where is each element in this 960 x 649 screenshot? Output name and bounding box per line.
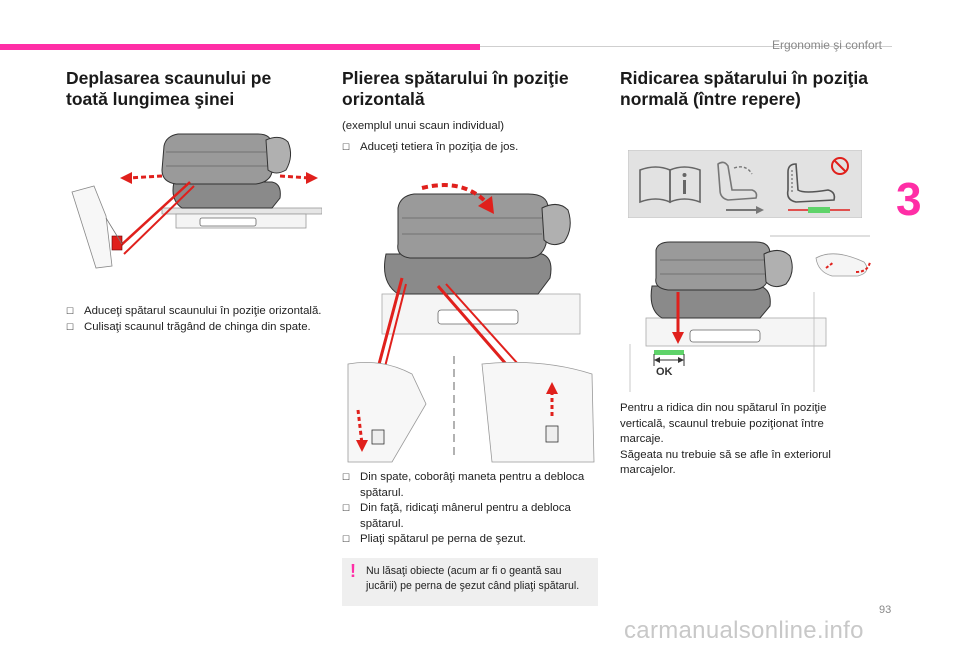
header-accent-bar (0, 44, 480, 50)
col1-bullets: ☐Aduceţi spătarul scaunului în poziţie o… (66, 304, 326, 335)
checkbox-icon: ☐ (342, 472, 351, 482)
seatback-raise-illustration (629, 235, 871, 392)
seat-prohibited-icon (786, 157, 850, 213)
col2-bullet-top: ☐Aduceţi tetiera în poziţia de jos. (342, 140, 602, 156)
col1-title: Deplasarea scaunului pe toată lungimea ş… (66, 68, 272, 109)
checkbox-icon: ☐ (342, 142, 351, 152)
list-item: ☐Aduceţi tetiera în poziţia de jos. (342, 140, 602, 156)
list-item: ☐Culisaţi scaunul trăgând de chinga din … (66, 320, 326, 336)
col2-title: Plierea spătarului în poziţie orizontală (342, 68, 569, 109)
col3-title: Ridicarea spătarului în poziţia normală … (620, 68, 868, 109)
col2-intro: (exemplul unui scaun individual) (342, 120, 505, 132)
ok-label: OK (656, 366, 673, 378)
checkbox-icon: ☐ (66, 306, 75, 316)
checkbox-icon: ☐ (66, 321, 75, 332)
checkbox-icon: ☐ (342, 534, 351, 544)
seat-slide-illustration (71, 133, 322, 269)
col3-paragraph-1: Pentru a ridica din nou spătarul în pozi… (620, 402, 827, 445)
list-item: ☐Pliaţi spătarul pe perna de şezut. (342, 532, 602, 548)
list-item: ☐Aduceţi spătarul scaunului în poziţie o… (66, 304, 326, 320)
seatback-fold-illustration (347, 183, 595, 463)
page-number: 93 (879, 604, 892, 616)
warning-box: ! Nu lăsaţi obiecte (acum ar fi o geantă… (342, 558, 598, 606)
watermark: carmanualsonline.info (624, 617, 864, 644)
seat-recline-icon (717, 161, 764, 214)
list-item: ☐Din faţă, ridicaţi mânerul pentru a deb… (342, 501, 602, 532)
pictogram-panel (628, 150, 862, 218)
list-item: ☐Din spate, coborâţi maneta pentru a deb… (342, 470, 602, 501)
section-label: Ergonomie şi confort (771, 38, 882, 52)
col3-paragraph: Pentru a ridica din nou spătarul în pozi… (620, 401, 860, 479)
chapter-number: 3 (896, 173, 922, 225)
manual-book-icon (639, 166, 701, 204)
checkbox-icon: ☐ (342, 503, 351, 513)
warning-icon: ! (350, 561, 356, 581)
header-rule (480, 46, 892, 47)
warning-text: Nu lăsaţi obiecte (acum ar fi o geantă s… (366, 565, 580, 592)
col3-paragraph-2: Săgeata nu trebuie să se afle în exterio… (620, 448, 831, 477)
col2-bullets: ☐Din spate, coborâţi maneta pentru a deb… (342, 470, 602, 548)
